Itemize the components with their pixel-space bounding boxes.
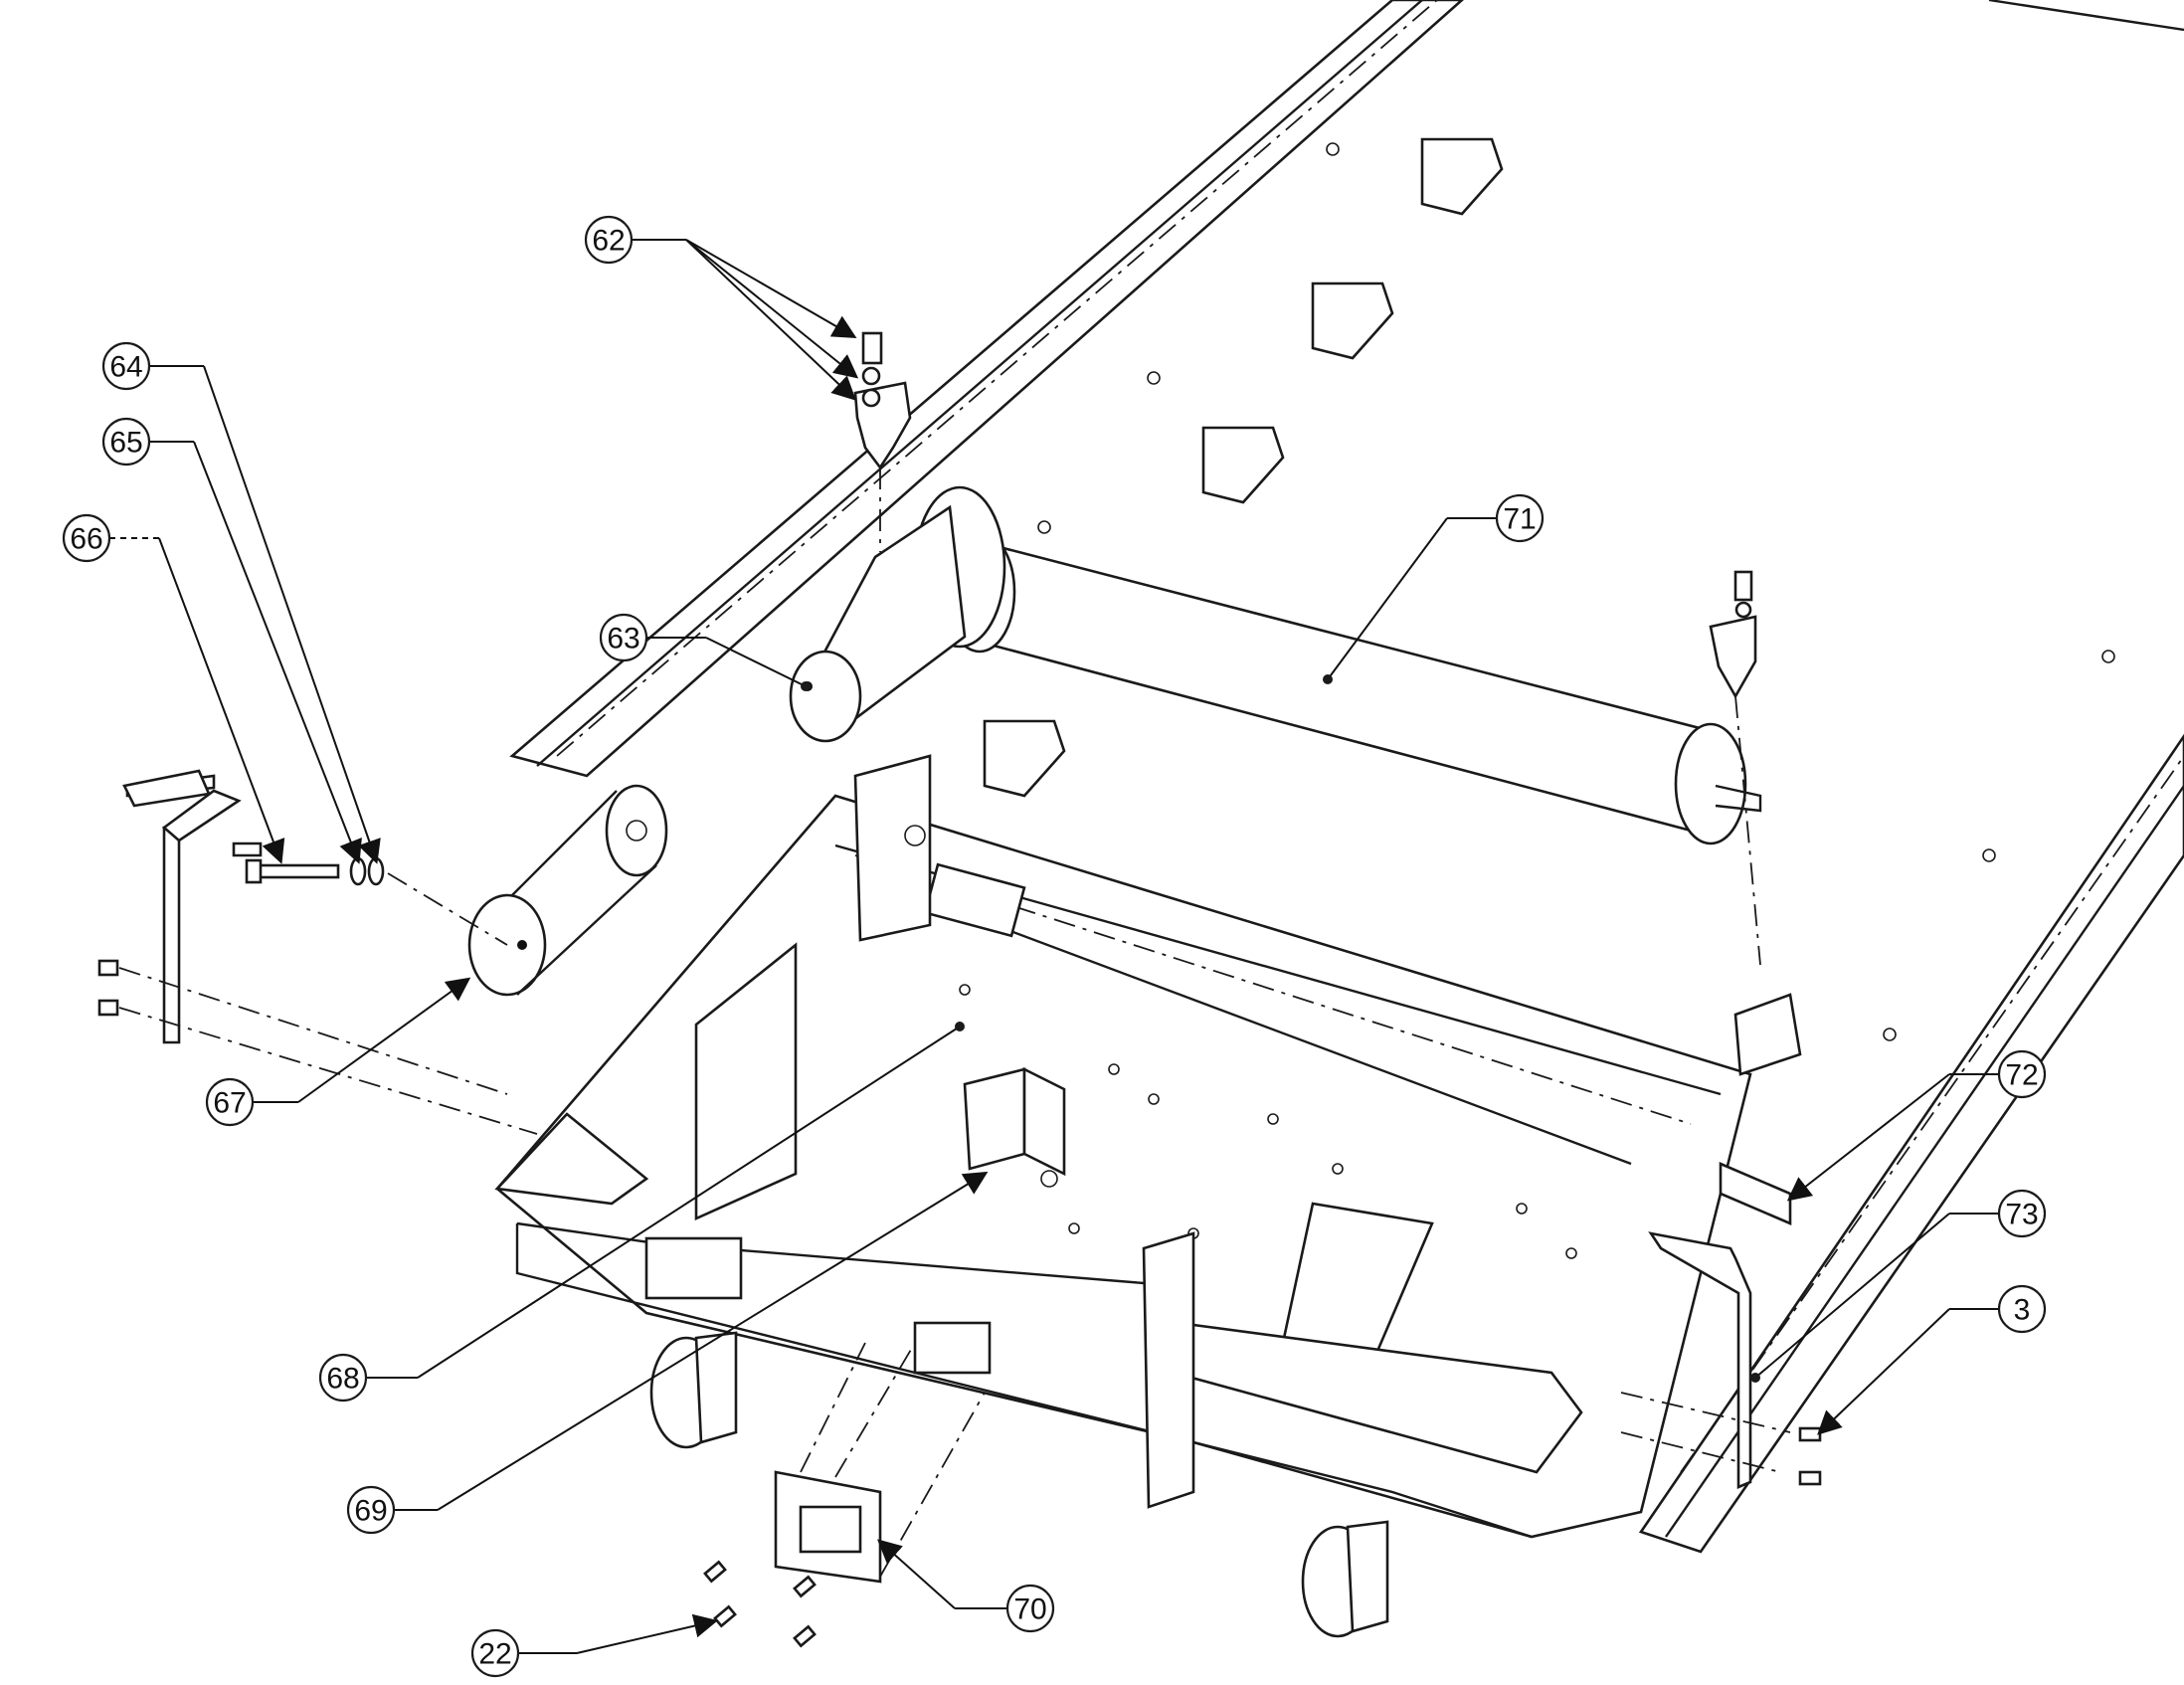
callout-62-label: 62 xyxy=(592,225,625,258)
callout-67: 67 xyxy=(205,977,471,1127)
bracket-73 xyxy=(1620,1231,1822,1489)
switch-plate-70 xyxy=(703,1342,986,1648)
callout-70-leader xyxy=(877,1539,956,1609)
caster-left xyxy=(649,1331,738,1449)
callout-65: 65 xyxy=(101,417,362,864)
callout-67-label: 67 xyxy=(213,1087,246,1120)
callout-layer: 62 64 65 66 63 71 67 72 73 3 68 69 70 22 xyxy=(62,215,2047,1678)
callout-22-label: 22 xyxy=(478,1638,511,1671)
motor-uprights xyxy=(853,754,1802,1076)
callout-62-leader xyxy=(685,239,856,401)
callout-66-leader xyxy=(158,537,285,864)
callout-65-circle xyxy=(101,417,151,467)
callout-63-label: 63 xyxy=(607,623,639,655)
callout-71-circle xyxy=(1495,493,1545,543)
roller-71 xyxy=(943,530,1762,845)
callout-70-label: 70 xyxy=(1013,1593,1046,1626)
callout-72-leader xyxy=(1786,1073,1950,1202)
callout-22-leader xyxy=(576,1613,718,1654)
bracket-62 xyxy=(853,331,912,552)
callout-62-leader xyxy=(685,239,859,379)
front-right-wedge xyxy=(1142,1231,1583,1509)
callout-69: 69 xyxy=(346,1171,989,1535)
callout-71-label: 71 xyxy=(1503,503,1536,536)
callout-68-dot xyxy=(955,1022,965,1031)
callout-22: 22 xyxy=(470,1613,718,1678)
callout-3: 3 xyxy=(1817,1284,2047,1435)
callout-69-leader xyxy=(437,1171,989,1511)
callout-73-leader xyxy=(1754,1213,1950,1379)
left-angle-bracket xyxy=(97,769,538,1135)
callout-66-label: 66 xyxy=(70,523,102,556)
drive-pulley-63 xyxy=(789,485,1006,743)
callout-66: 66 xyxy=(62,513,285,864)
callout-68-leader xyxy=(417,1026,961,1379)
callout-69-label: 69 xyxy=(354,1495,387,1528)
callout-73-label: 73 xyxy=(2005,1199,2038,1231)
callout-22-circle xyxy=(470,1628,520,1678)
callout-70: 70 xyxy=(877,1539,1055,1633)
callout-3-circle xyxy=(1997,1284,2047,1334)
base-frame xyxy=(495,794,1752,1539)
callout-63: 63 xyxy=(599,613,811,691)
callout-71-leader xyxy=(1327,517,1448,680)
callout-63-circle xyxy=(599,613,648,662)
callout-68-label: 68 xyxy=(326,1363,359,1396)
callout-73-circle xyxy=(1997,1189,2047,1238)
callout-71: 71 xyxy=(1323,493,1545,684)
callout-64-leader xyxy=(203,365,381,864)
callout-68: 68 xyxy=(318,1022,965,1403)
callout-64-circle xyxy=(101,341,151,391)
callout-65-leader xyxy=(193,441,362,864)
callout-67-circle xyxy=(205,1077,255,1127)
caster-right xyxy=(1301,1520,1389,1638)
callout-73-dot xyxy=(1750,1373,1760,1383)
frame-right-rail xyxy=(1638,650,2184,1554)
callout-3-leader xyxy=(1817,1308,1950,1435)
callout-65-label: 65 xyxy=(109,427,142,460)
transformer-69 xyxy=(963,1066,1066,1188)
idler-pulleys-67 xyxy=(467,784,668,997)
callout-70-circle xyxy=(1005,1584,1055,1633)
callout-72-label: 72 xyxy=(2005,1059,2038,1092)
callout-66-circle xyxy=(62,513,111,563)
callout-63-leader xyxy=(705,637,807,687)
bracket-72 xyxy=(1719,1162,1792,1225)
callout-64: 64 xyxy=(101,341,381,864)
callout-71-dot xyxy=(1323,674,1333,684)
callout-72-circle xyxy=(1997,1049,2047,1099)
callout-73: 73 xyxy=(1750,1189,2047,1383)
callout-63-dot xyxy=(801,681,811,691)
callout-67-leader xyxy=(297,977,471,1103)
frame-top-edge xyxy=(1988,0,2184,32)
callout-62-leader xyxy=(685,239,857,339)
callout-64-label: 64 xyxy=(109,351,142,384)
bracket-right xyxy=(1709,570,1761,966)
deck-brackets xyxy=(983,137,1504,798)
callout-3-label: 3 xyxy=(2014,1294,2031,1327)
callout-68-circle xyxy=(318,1353,368,1403)
callout-62: 62 xyxy=(584,215,859,401)
callout-72: 72 xyxy=(1786,1049,2047,1202)
callout-62-circle xyxy=(584,215,634,265)
callout-69-circle xyxy=(346,1485,396,1535)
bolt-66 xyxy=(245,856,508,946)
